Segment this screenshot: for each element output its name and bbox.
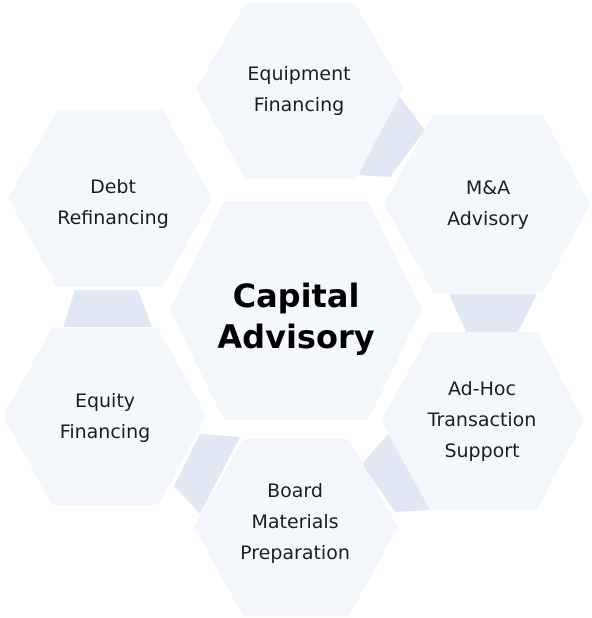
node-label-line-1: Board: [267, 480, 323, 502]
hexagon-ma-advisory: [384, 115, 590, 293]
node-label-line-2: Refinancing: [57, 207, 169, 229]
node-label-line-2: Materials: [251, 511, 339, 533]
connector-board-to-equity: [174, 434, 240, 514]
hexagon-capital-advisory: [170, 201, 422, 420]
node-label-line-1: M&A: [465, 177, 511, 199]
node-label-line-3: Support: [444, 440, 520, 462]
hexagon-board-materials-preparation: [194, 439, 398, 616]
center-title: Capital Advisory: [186, 276, 406, 358]
connector-equipment-to-ma: [358, 96, 425, 177]
connector-adhoc-to-board: [362, 432, 430, 512]
center-title-line-1: Capital: [232, 277, 360, 315]
node-board-materials-preparation: Board Materials Preparation: [210, 476, 380, 569]
node-label-line-2: Transaction: [427, 409, 537, 431]
node-label-line-2: Advisory: [447, 208, 529, 230]
node-label-line-1: Ad-Hoc: [448, 378, 516, 400]
node-ma-advisory: M&A Advisory: [403, 173, 573, 235]
node-label-line-2: Financing: [253, 94, 345, 116]
connector-ma-to-adhoc: [449, 294, 537, 332]
hexagon-equity-financing: [3, 328, 207, 505]
hexagon-debt-refinancing: [8, 110, 212, 287]
node-equipment-financing: Equipment Financing: [214, 59, 384, 121]
hexagon-ad-hoc-transaction-support: [381, 332, 584, 510]
node-ad-hoc-transaction-support: Ad-Hoc Transaction Support: [397, 374, 567, 467]
node-label-line-3: Preparation: [240, 542, 350, 564]
center-title-line-2: Advisory: [217, 318, 375, 356]
node-equity-financing: Equity Financing: [20, 386, 190, 448]
node-label-line-1: Equity: [74, 390, 136, 412]
connector-equity-to-debt: [63, 290, 152, 327]
node-label-line-2: Financing: [59, 421, 151, 443]
hexagon-equipment-financing: [196, 3, 404, 179]
node-debt-refinancing: Debt Refinancing: [28, 172, 198, 234]
node-label-line-1: Equipment: [247, 63, 351, 85]
node-label-line-1: Debt: [90, 176, 136, 198]
